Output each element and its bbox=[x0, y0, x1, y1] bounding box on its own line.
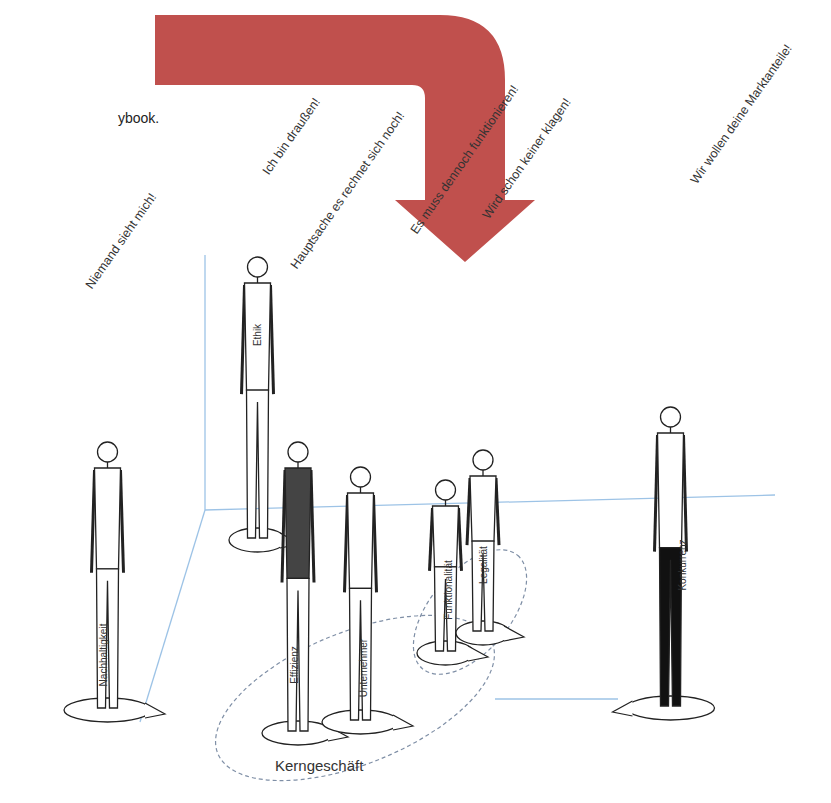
person-figure bbox=[258, 440, 338, 748]
body-label: Konkurrenz bbox=[677, 539, 688, 590]
speech-text: Ich bin draußen! bbox=[260, 95, 324, 178]
group-label: Kerngeschäft bbox=[275, 757, 363, 774]
body-label: Nachhaltigkeit bbox=[98, 624, 109, 687]
person-figure bbox=[225, 255, 290, 555]
person-node: EffizienzHauptsache es rechnet sich noch… bbox=[258, 440, 338, 748]
person-figure bbox=[618, 405, 723, 723]
person-node: EthikIch bin draußen! bbox=[225, 255, 290, 555]
body-label: Effizienz bbox=[289, 646, 300, 684]
dashed-group bbox=[392, 530, 548, 695]
person-node: NachhaltigkeitNiemand sieht mich! bbox=[60, 440, 155, 725]
red-arrow bbox=[155, 15, 535, 262]
speech-text: Wir wollen deine Marktanteile! bbox=[688, 42, 796, 187]
body-label: Legalität bbox=[478, 546, 489, 584]
body-label: Funktionalität bbox=[443, 560, 454, 619]
speech-text: Hauptsache es rechnet sich noch! bbox=[288, 109, 408, 272]
room-lines bbox=[140, 255, 775, 722]
cut-text: ybook. bbox=[118, 110, 159, 126]
body-label: Ethik bbox=[252, 324, 263, 346]
person-node: KonkurrenzWir wollen deine Marktanteile! bbox=[618, 405, 723, 723]
connector-line bbox=[495, 699, 618, 700]
body-label: Unternehmer bbox=[358, 639, 369, 697]
person-node: Unternehmer bbox=[318, 465, 403, 737]
person-node: LegalitätWird schon keiner klagen! bbox=[452, 448, 514, 648]
speech-text: Niemand sieht mich! bbox=[83, 191, 160, 292]
